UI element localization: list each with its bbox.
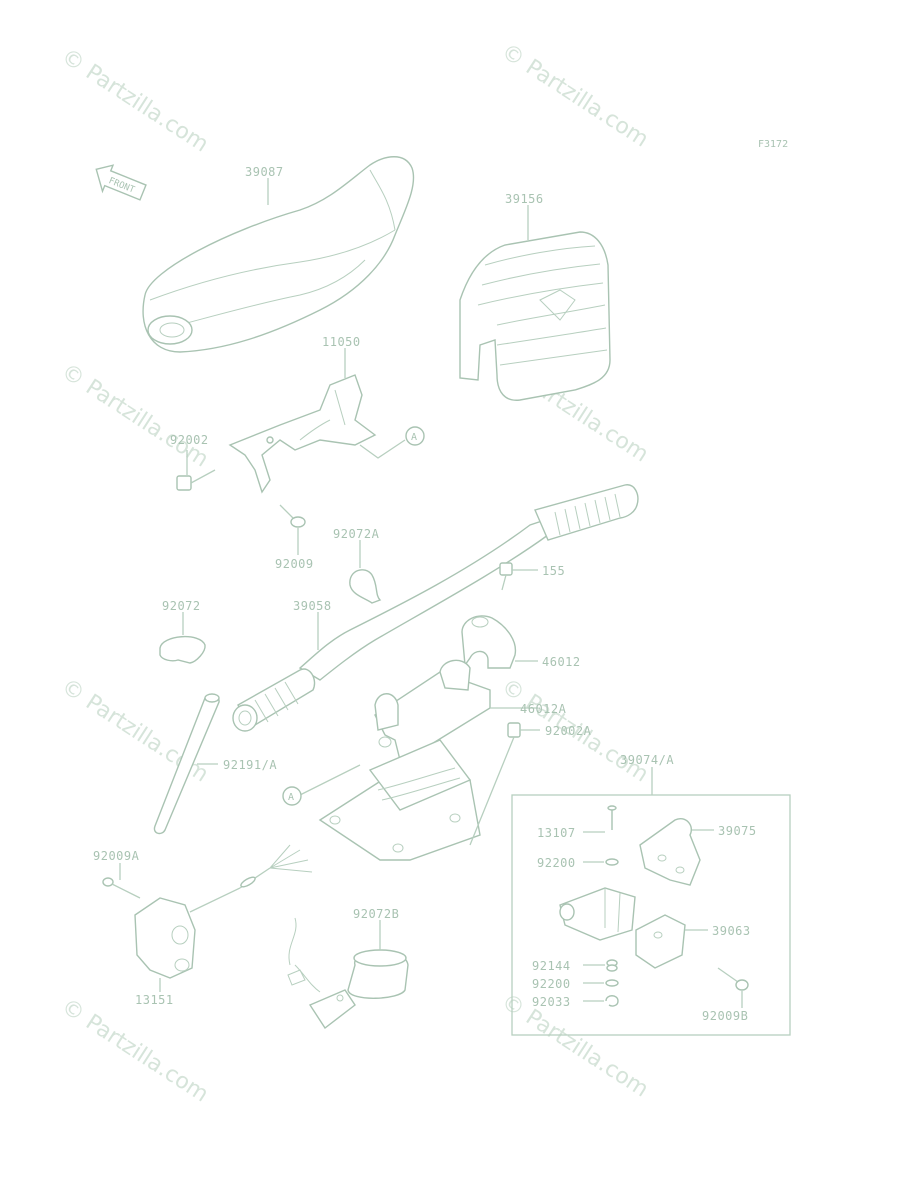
part-label-92072a: 92072A bbox=[333, 527, 380, 541]
part-label-92200-top: 92200 bbox=[537, 856, 576, 870]
screw-92009a bbox=[102, 877, 141, 899]
handle-pad-39087 bbox=[142, 156, 415, 353]
part-label-13107: 13107 bbox=[537, 826, 576, 840]
ref-circle-a-bottom bbox=[282, 786, 302, 806]
washer-92200-top bbox=[605, 858, 619, 866]
part-label-92002: 92002 bbox=[170, 433, 209, 447]
part-label-155: 155 bbox=[542, 564, 565, 578]
boot-39156 bbox=[459, 231, 611, 401]
switch-13151 bbox=[134, 844, 313, 979]
bracket-11050 bbox=[228, 374, 377, 494]
cover-39063 bbox=[635, 914, 686, 969]
part-label-92072: 92072 bbox=[162, 599, 201, 613]
clamp-92072 bbox=[159, 635, 206, 664]
part-label-92009a: 92009A bbox=[93, 849, 140, 863]
part-label-92009: 92009 bbox=[275, 557, 314, 571]
holder-46012a bbox=[374, 659, 491, 761]
front-arrow-icon: FRONT bbox=[95, 164, 147, 201]
part-label-92200-bottom: 92200 bbox=[532, 977, 571, 991]
watermark-3: © Partzilla.com bbox=[57, 359, 213, 472]
part-label-92144: 92144 bbox=[532, 959, 571, 973]
watermark-1: © Partzilla.com bbox=[57, 44, 213, 157]
watermark-7: © Partzilla.com bbox=[57, 994, 213, 1107]
part-label-39074a: 39074/A bbox=[620, 753, 674, 767]
steering-post bbox=[318, 739, 481, 861]
assembly-box-39074a bbox=[511, 794, 791, 1036]
watermark-8: © Partzilla.com bbox=[497, 989, 653, 1102]
part-label-92033: 92033 bbox=[532, 995, 571, 1009]
circlip-92033 bbox=[605, 995, 619, 1007]
part-label-39156: 39156 bbox=[505, 192, 544, 206]
part-label-92072b: 92072B bbox=[353, 907, 399, 921]
handlebar-39058 bbox=[232, 484, 639, 732]
bolt-92002a bbox=[469, 722, 521, 846]
pin-13107 bbox=[607, 805, 617, 830]
part-label-39063: 39063 bbox=[712, 924, 751, 938]
washer-92200-bottom bbox=[605, 979, 619, 987]
spring-92144 bbox=[606, 959, 618, 972]
screw-92009b bbox=[717, 967, 749, 991]
throttle-block bbox=[559, 887, 636, 941]
bolt-155 bbox=[499, 562, 513, 591]
clamp-92072b bbox=[287, 917, 409, 1030]
part-label-46012a: 46012A bbox=[520, 702, 567, 716]
part-label-13151: 13151 bbox=[135, 993, 174, 1007]
watermark-2: © Partzilla.com bbox=[497, 39, 653, 152]
tube-92191a bbox=[153, 693, 220, 835]
part-label-39075: 39075 bbox=[718, 824, 757, 838]
part-label-39058: 39058 bbox=[293, 599, 332, 613]
part-label-92009b: 92009B bbox=[702, 1009, 748, 1023]
part-label-39087: 39087 bbox=[245, 165, 284, 179]
lever-39075 bbox=[639, 818, 701, 886]
part-label-11050: 11050 bbox=[322, 335, 361, 349]
part-label-92191a: 92191/A bbox=[223, 758, 277, 772]
part-label-92002a: 92002A bbox=[545, 724, 592, 738]
clamp-92072a bbox=[349, 569, 382, 604]
ref-marker-a-bottom: A bbox=[288, 792, 295, 803]
ref-circle-a-top bbox=[405, 426, 425, 446]
figure-code: F3172 bbox=[758, 139, 788, 150]
screw-92009 bbox=[279, 504, 306, 528]
holder-46012 bbox=[461, 615, 517, 669]
bolt-92002 bbox=[176, 469, 216, 491]
ref-marker-a-top: A bbox=[411, 432, 418, 443]
part-label-46012: 46012 bbox=[542, 655, 581, 669]
